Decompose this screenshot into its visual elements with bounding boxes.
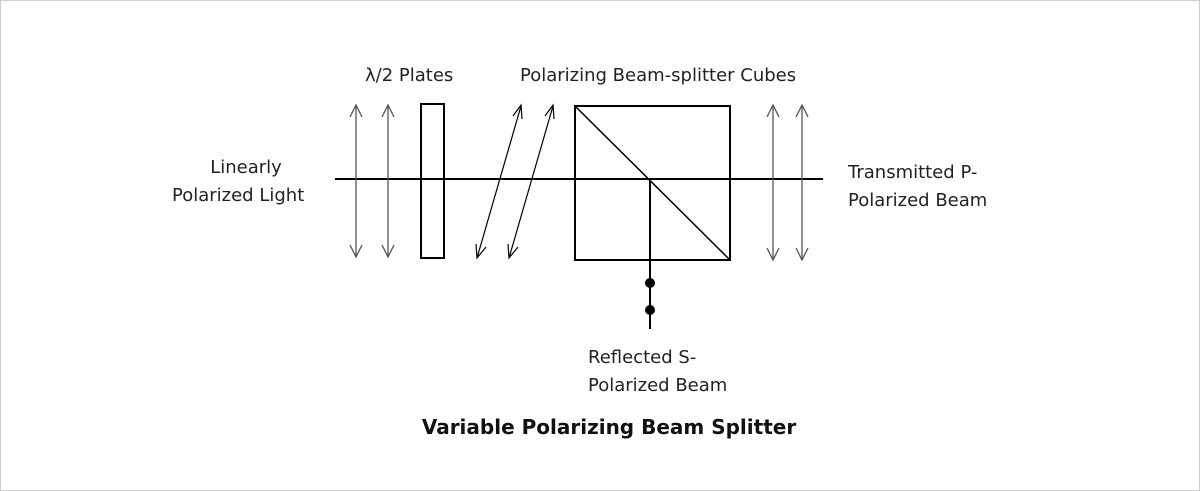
polarization-arrow-rotated [475, 103, 523, 260]
polarization-arrow-vertical [766, 103, 780, 262]
input-label-line2: Polarized Light [172, 185, 305, 206]
transmitted-label-line1: Transmitted P- [848, 162, 978, 183]
s-polarization-dot [645, 305, 655, 315]
transmitted-label-line2: Polarized Beam [848, 190, 988, 211]
polarization-arrow-vertical [381, 103, 395, 259]
cube-diagonal [574, 105, 731, 261]
input-label-line1: Linearly [210, 157, 282, 178]
beam-splitter-cube [574, 105, 731, 261]
polarization-arrow-vertical [795, 103, 809, 262]
polarization-arrow-rotated [507, 103, 555, 260]
polarization-arrow-vertical [349, 103, 363, 259]
half-wave-plate [420, 103, 445, 259]
reflected-label-line2: Polarized Beam [588, 375, 728, 396]
s-polarization-dot [645, 278, 655, 288]
cubes-label: Polarizing Beam-splitter Cubes [520, 65, 797, 86]
reflected-label-line1: Reflected S- [588, 347, 697, 368]
diagram-title: Variable Polarizing Beam Splitter [421, 415, 797, 439]
plates-label: λ/2 Plates [365, 65, 454, 86]
